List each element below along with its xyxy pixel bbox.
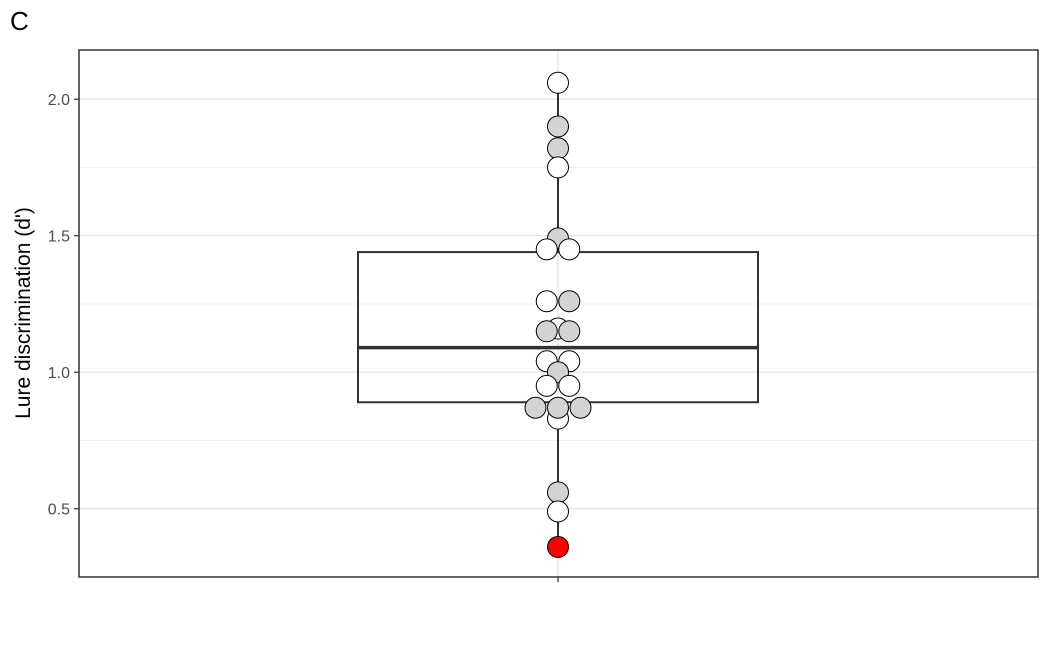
data-point [547, 500, 569, 523]
data-point [547, 156, 569, 179]
data-point [535, 374, 558, 397]
data-point [547, 481, 569, 504]
data-point [558, 374, 581, 397]
y-axis-title: Lure discrimination (d') [12, 207, 35, 419]
data-point [547, 137, 569, 160]
data-point [547, 535, 569, 558]
data-point [558, 238, 581, 261]
data-point [547, 71, 569, 94]
y-tick-label: 1.0 [48, 365, 70, 382]
data-point [558, 320, 581, 343]
data-point [535, 320, 558, 343]
data-point [547, 396, 569, 419]
y-tick-label: 2.0 [48, 92, 70, 109]
y-tick-label: 1.5 [48, 229, 70, 246]
data-point [524, 396, 547, 419]
panel-label: C [10, 6, 29, 36]
data-point [535, 238, 558, 261]
y-tick-label: 0.5 [48, 502, 70, 519]
ticks-layer: 0.5 1.0 1.5 2.0 [48, 92, 559, 582]
data-point [558, 290, 581, 313]
data-point [569, 396, 592, 419]
data-point [547, 115, 569, 138]
data-point [535, 290, 558, 313]
points-layer [524, 71, 592, 558]
